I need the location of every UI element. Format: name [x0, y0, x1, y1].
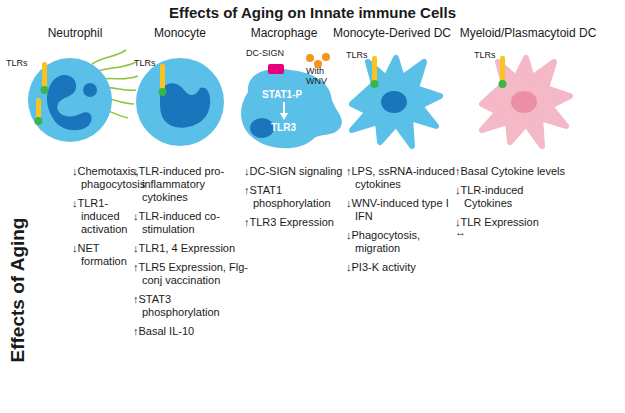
column-header: Macrophage: [229, 26, 339, 40]
effect-item: ↓WNV-induced type I IFN: [346, 197, 463, 223]
effect-item: ↑LPS, ssRNA-induced cytokines: [346, 165, 463, 191]
effect-item: ↑TLR5 Expression, Flg-conj vaccination: [133, 261, 250, 287]
effect-item: ↑TLR3 Expression: [244, 216, 351, 229]
effect-item: ↓TLR1, 4 Expression: [133, 242, 250, 255]
figure-title: Effects of Aging on Innate immune Cells: [0, 4, 625, 22]
virus-label: With WNV: [306, 66, 336, 86]
effect-item: ↓TLR-induced Cytokines: [455, 184, 574, 210]
effect-item: ↑Basal IL-10: [133, 325, 250, 338]
effect-item: ↓Chemotaxis, phagocytosis: [72, 165, 141, 191]
receptor-label: TLRs: [6, 58, 40, 68]
myeloid-dc-cell: [482, 56, 570, 146]
effect-item: ↓NET formation: [72, 242, 141, 268]
column-header: Monocyte: [125, 26, 235, 40]
protein-label: STAT1-P: [262, 88, 312, 101]
macrophage-cell: [241, 53, 342, 148]
monocyte-cell: [136, 58, 224, 146]
receptor-label: TLRs: [346, 50, 376, 60]
effect-item: ↑STAT1 phosphorylation: [244, 184, 351, 210]
effect-item: ↔: [455, 226, 574, 239]
monocyte-derived-dc-cell: [352, 56, 440, 146]
column-header: Monocyte-Derived DC: [332, 26, 452, 40]
receptor-label: TLRs: [474, 50, 504, 60]
effect-item: ↓TLR1-induced activation: [72, 197, 141, 236]
column-header: Neutrophil: [20, 26, 130, 40]
effect-item: ↓Phagocytosis, migration: [346, 229, 463, 255]
receptor-label: DC-SIGN: [246, 48, 292, 58]
neutrophil-cell: [28, 50, 138, 142]
effect-item: ↓DC-SIGN signaling: [244, 165, 351, 178]
receptor-label: TLRs: [134, 58, 164, 68]
effect-item: ↓TLR-induced pro-inflammatory cytokines: [133, 165, 250, 204]
column-header: Myeloid/Plasmacytoid DC: [458, 26, 598, 40]
effect-item: ↑STAT3 phosphorylation: [133, 293, 250, 319]
side-label: Effects of Aging: [7, 218, 29, 363]
effect-item: ↑Basal Cytokine levels: [455, 165, 574, 178]
effect-item: ↓PI3-K activity: [346, 261, 463, 274]
effect-item: ↓TLR-induced co-stimulation: [133, 210, 250, 236]
effect-item: ↓TLR Expression: [455, 216, 574, 229]
receptor-label: TLR3: [271, 121, 301, 134]
